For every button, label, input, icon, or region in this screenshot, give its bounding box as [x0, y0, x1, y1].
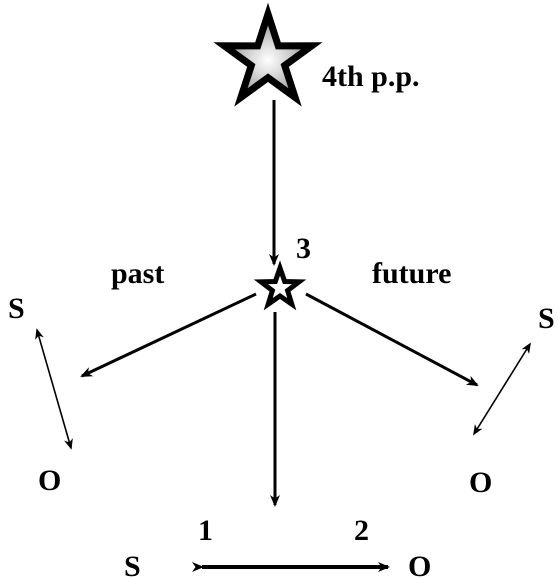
- star-small-outline-icon: [253, 260, 307, 311]
- arrow-center-to-future: [305, 292, 479, 387]
- label-left-o: O: [38, 464, 61, 497]
- label-bottom-num-1: 1: [198, 514, 213, 547]
- star-large-gradient-icon: [213, 2, 323, 107]
- label-right-s: S: [538, 302, 555, 335]
- label-bottom-num-2: 2: [354, 514, 369, 547]
- arrow-center-to-past: [80, 292, 257, 378]
- label-right-o: O: [469, 466, 492, 499]
- label-center-number: 3: [296, 232, 311, 265]
- label-bottom-s: S: [124, 550, 141, 578]
- label-future: future: [372, 257, 451, 290]
- label-4th-pp: 4th p.p.: [322, 60, 420, 93]
- arrow-right-s-o: [473, 342, 531, 436]
- label-past: past: [111, 257, 164, 290]
- label-bottom-o: O: [408, 550, 431, 578]
- arrow-left-s-o: [35, 328, 73, 450]
- label-left-s: S: [8, 292, 25, 325]
